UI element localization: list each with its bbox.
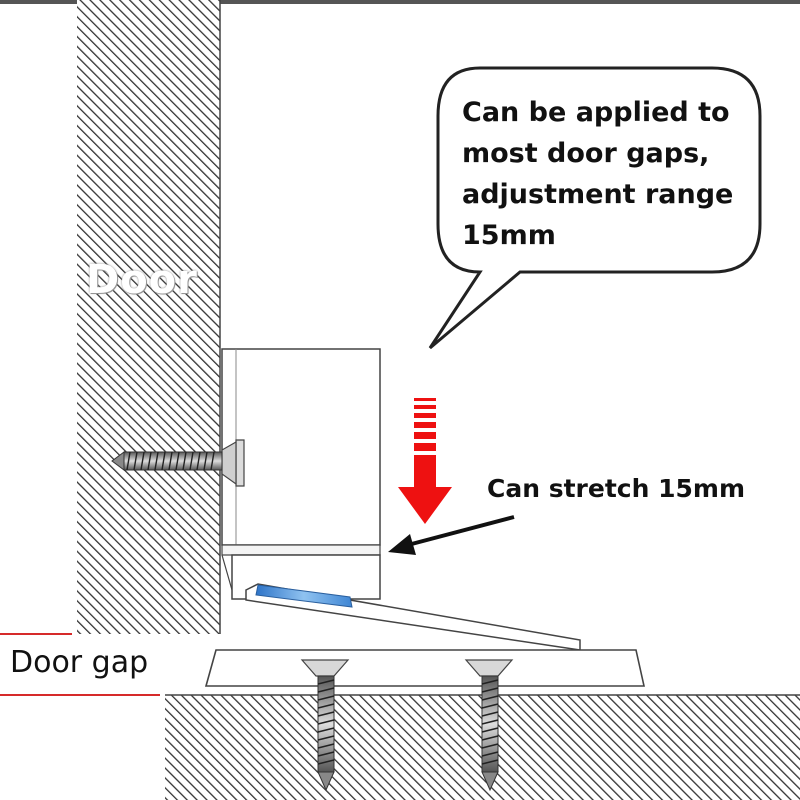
bubble-line: adjustment range <box>462 179 734 210</box>
spring-blue <box>255 584 353 608</box>
base-plate <box>204 649 645 687</box>
bubble-line: most door gaps, <box>462 138 710 169</box>
top-edge <box>0 0 800 4</box>
door-label: Door <box>86 257 198 303</box>
stretch-label: Can stretch 15mm <box>487 474 745 503</box>
floor-screw-icon <box>300 659 350 792</box>
bubble-line: Can be applied to <box>462 97 730 128</box>
bubble-text: Can be applied to most door gaps, adjust… <box>462 92 762 256</box>
speech-bubble <box>428 66 762 350</box>
down-arrow-icon <box>398 398 452 524</box>
pointer-arrow-icon <box>388 515 515 555</box>
stopper-body <box>221 348 381 546</box>
wall-screw-icon <box>111 439 245 487</box>
floor-screw-icon <box>464 659 514 792</box>
door-panel <box>77 0 220 634</box>
bubble-line: 15mm <box>462 220 556 251</box>
stopper-collar <box>221 544 381 556</box>
door-gap-label: Door gap <box>10 645 149 680</box>
door-stopper <box>204 348 645 687</box>
